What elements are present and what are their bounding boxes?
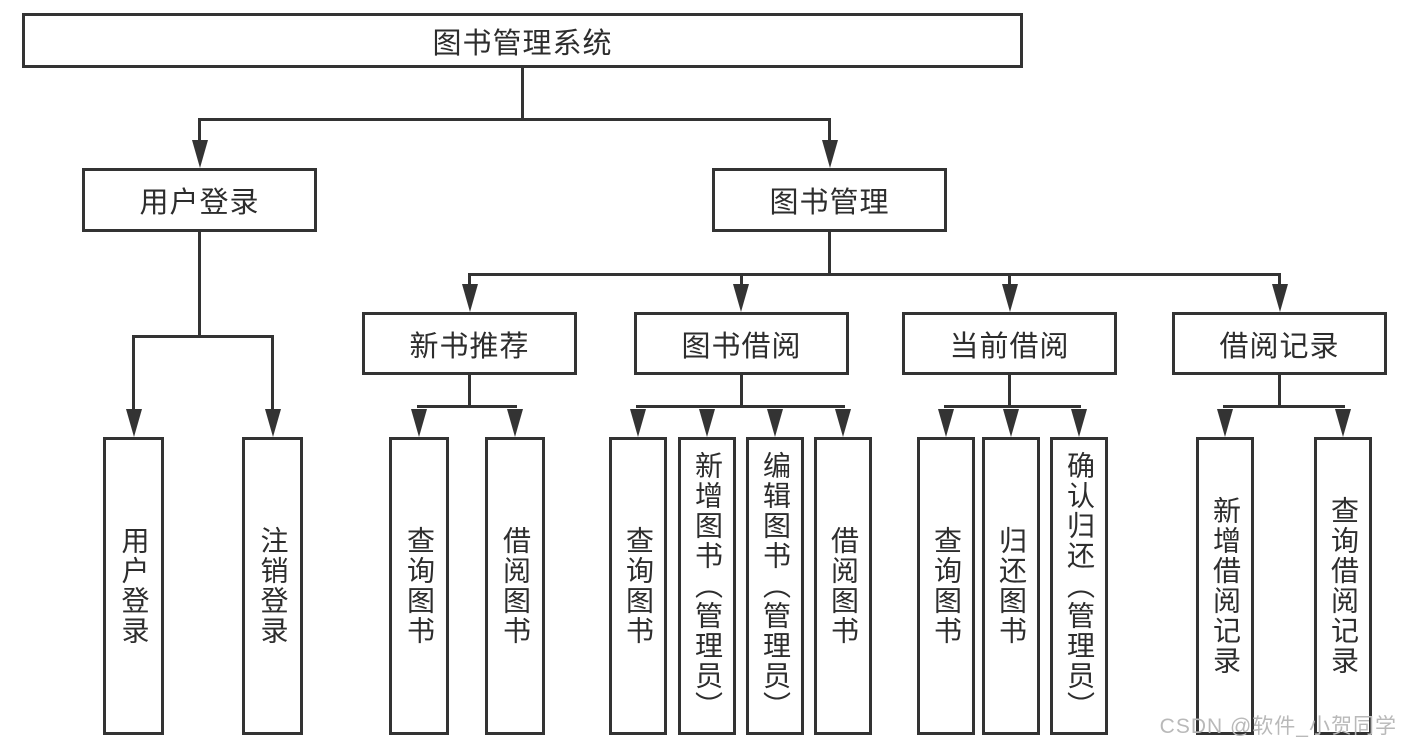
arrowhead-down-icon xyxy=(1071,409,1087,437)
connector-mgmt-stem xyxy=(828,232,831,273)
connector-user-leaf-drop xyxy=(271,338,274,409)
connector-level2-branch xyxy=(198,118,831,121)
connector-user-drop xyxy=(198,121,201,142)
leaf-bor-add-books-admin-label: 新增图书（管理员） xyxy=(692,451,723,721)
leaf-cur-confirm-return-admin-label: 确认归还（管理员） xyxy=(1064,451,1095,721)
node-book-borrow: 图书借阅 xyxy=(634,312,849,375)
leaf-query-borrow-record-label: 查询借阅记录 xyxy=(1328,496,1359,676)
arrowhead-down-icon xyxy=(507,409,523,437)
arrowhead-down-icon xyxy=(462,284,478,312)
csdn-watermark: CSDN @软件_小贺同学 xyxy=(1159,715,1397,738)
arrowhead-down-icon xyxy=(835,409,851,437)
arrowhead-down-icon xyxy=(822,140,838,168)
node-current-borrow: 当前借阅 xyxy=(902,312,1117,375)
connector-records-branch xyxy=(1223,405,1345,408)
leaf-cur-query-books: 查询图书 xyxy=(917,437,975,735)
node-new-book-recommend-label: 新书推荐 xyxy=(409,330,530,363)
leaf-cur-return-books: 归还图书 xyxy=(982,437,1040,735)
node-root: 图书管理系统 xyxy=(22,13,1023,68)
node-book-borrow-label: 图书借阅 xyxy=(681,330,802,363)
leaf-user-login: 用户登录 xyxy=(103,437,164,735)
leaf-bor-query-books: 查询图书 xyxy=(609,437,667,735)
leaf-bor-borrow-books-label: 借阅图书 xyxy=(828,526,859,646)
connector-user-leaf-drop xyxy=(132,338,135,409)
leaf-rec-borrow-books: 借阅图书 xyxy=(485,437,545,735)
node-borrow-records: 借阅记录 xyxy=(1172,312,1387,375)
leaf-rec-query-books-label: 查询图书 xyxy=(404,526,435,646)
connector-current-stem xyxy=(1008,375,1011,405)
arrowhead-down-icon xyxy=(1217,409,1233,437)
leaf-cur-query-books-label: 查询图书 xyxy=(931,526,962,646)
arrowhead-down-icon xyxy=(1335,409,1351,437)
leaf-user-login-label: 用户登录 xyxy=(118,526,150,646)
arrowhead-down-icon xyxy=(767,409,783,437)
leaf-query-borrow-record: 查询借阅记录 xyxy=(1314,437,1372,735)
arrowhead-down-icon xyxy=(192,140,208,168)
arrowhead-down-icon xyxy=(411,409,427,437)
leaf-logout-label: 注销登录 xyxy=(257,526,289,646)
arrowhead-down-icon xyxy=(699,409,715,437)
leaf-bor-add-books-admin: 新增图书（管理员） xyxy=(678,437,736,735)
arrowhead-down-icon xyxy=(1002,284,1018,312)
node-new-book-recommend: 新书推荐 xyxy=(362,312,577,375)
arrowhead-down-icon xyxy=(1003,409,1019,437)
connector-lv3-drop xyxy=(468,276,471,284)
leaf-logout: 注销登录 xyxy=(242,437,303,735)
connector-level3-branch xyxy=(468,273,1281,276)
connector-records-stem xyxy=(1278,375,1281,405)
node-current-borrow-label: 当前借阅 xyxy=(949,330,1070,363)
node-book-mgmt: 图书管理 xyxy=(712,168,947,232)
leaf-rec-query-books: 查询图书 xyxy=(389,437,449,735)
arrowhead-down-icon xyxy=(733,284,749,312)
leaf-cur-confirm-return-admin: 确认归还（管理员） xyxy=(1050,437,1108,735)
leaf-bor-borrow-books: 借阅图书 xyxy=(814,437,872,735)
arrowhead-down-icon xyxy=(938,409,954,437)
node-user-login: 用户登录 xyxy=(82,168,317,232)
arrowhead-down-icon xyxy=(1272,284,1288,312)
arrowhead-down-icon xyxy=(265,409,281,437)
connector-lv3-drop xyxy=(740,276,743,284)
arrowhead-down-icon xyxy=(630,409,646,437)
connector-recommend-stem xyxy=(468,375,471,405)
leaf-bor-edit-books-admin-label: 编辑图书（管理员） xyxy=(760,451,791,721)
leaf-cur-return-books-label: 归还图书 xyxy=(996,526,1027,646)
connector-borrow-branch xyxy=(636,405,845,408)
arrowhead-down-icon xyxy=(126,409,142,437)
node-user-login-label: 用户登录 xyxy=(139,187,260,219)
node-borrow-records-label: 借阅记录 xyxy=(1219,330,1340,363)
connector-borrow-stem xyxy=(740,375,743,405)
connector-mgmt-drop xyxy=(828,121,831,142)
connector-user-stem xyxy=(198,232,201,335)
connector-current-branch xyxy=(944,405,1081,408)
node-book-mgmt-label: 图书管理 xyxy=(769,187,890,219)
leaf-add-borrow-record-label: 新增借阅记录 xyxy=(1210,496,1241,676)
leaf-bor-query-books-label: 查询图书 xyxy=(623,526,654,646)
node-root-label: 图书管理系统 xyxy=(432,27,613,60)
leaf-bor-edit-books-admin: 编辑图书（管理员） xyxy=(746,437,804,735)
connector-lv3-drop xyxy=(1008,276,1011,284)
connector-recommend-branch xyxy=(417,405,517,408)
connector-lv3-drop xyxy=(1278,276,1281,284)
leaf-rec-borrow-books-label: 借阅图书 xyxy=(500,526,531,646)
connector-root-stem xyxy=(521,68,524,118)
leaf-add-borrow-record: 新增借阅记录 xyxy=(1196,437,1254,735)
connector-user-branch xyxy=(132,335,274,338)
